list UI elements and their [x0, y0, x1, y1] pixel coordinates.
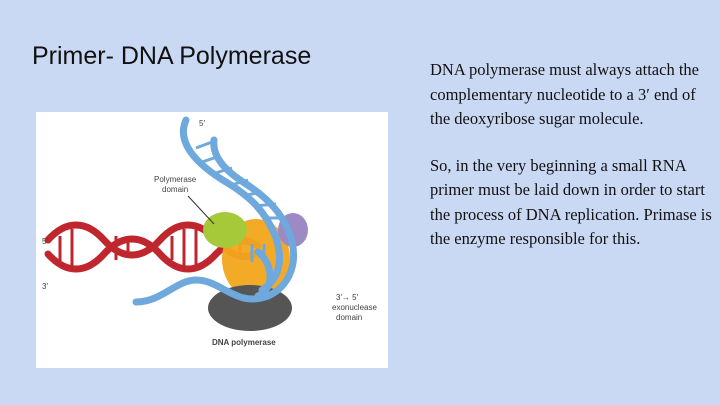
paragraph-2: So, in the very beginning a small RNA pr…: [430, 155, 712, 249]
polymerase-domain-leader: [187, 195, 215, 225]
slide-title: Primer- DNA Polymerase: [32, 42, 312, 70]
dna-polymerase-diagram: 5′ 5′ 3′ Polymerase domain 3′→ 5′ exonuc…: [42, 116, 377, 347]
blue-base-pairs: [195, 140, 286, 262]
label-5-prime-top: 5′: [199, 119, 205, 128]
label-exonuclease-line-1: 3′→ 5′: [336, 293, 359, 302]
label-exonuclease-line-2: exonuclease: [332, 303, 377, 312]
slide-body: DNA polymerase must always attach the co…: [430, 58, 715, 252]
paragraph-1: DNA polymerase must always attach the co…: [430, 60, 699, 128]
polymerase-domain: [203, 212, 247, 248]
label-dna-polymerase: DNA polymerase: [212, 338, 276, 347]
label-polymerase-line-1: Polymerase: [154, 175, 197, 184]
label-exonuclease-line-3: domain: [336, 313, 362, 322]
blue-dna-strands: [132, 116, 297, 306]
label-5-prime-left: 5′: [42, 237, 48, 246]
label-3-prime-left: 3′: [42, 282, 48, 291]
label-polymerase-line-2: domain: [162, 185, 188, 194]
dna-polymerase-figure: 5′ 5′ 3′ Polymerase domain 3′→ 5′ exonuc…: [36, 112, 388, 368]
